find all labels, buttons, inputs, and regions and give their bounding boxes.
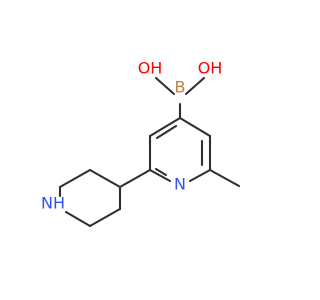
piperidine-nitrogen-label: NH [41, 194, 65, 213]
oxygen-label-right: OH [198, 59, 223, 78]
bond-methyl [208, 168, 241, 188]
aromatic-bond-n-c2 [154, 167, 168, 177]
bond-pip-n-c2b [64, 210, 92, 228]
bond-ring-n-c2 [148, 168, 172, 183]
bond-b-o-right [184, 76, 206, 96]
bond-b-o-left [154, 76, 176, 96]
molecule-canvas: OH OH B N NH [41, 58, 241, 228]
bond-ring-c4-c3 [148, 116, 182, 138]
bond-pip-c4-c3a [88, 168, 122, 189]
bond-pip-c3a-c2a [58, 168, 92, 189]
oxygen-label-left: OH [138, 59, 163, 78]
aromatic-bond-c4-c3 [155, 124, 178, 140]
pyridine-nitrogen-label: N [174, 175, 186, 194]
boron-label: B [175, 78, 186, 97]
bond-pip-c2b-c3b [88, 207, 122, 228]
structure-diagram: OH OH B N NH [41, 59, 241, 228]
bond-pyridine-piperidine [118, 168, 152, 189]
bond-ring-c6-n [188, 168, 212, 183]
bond-ring-c4-c5 [178, 116, 212, 138]
